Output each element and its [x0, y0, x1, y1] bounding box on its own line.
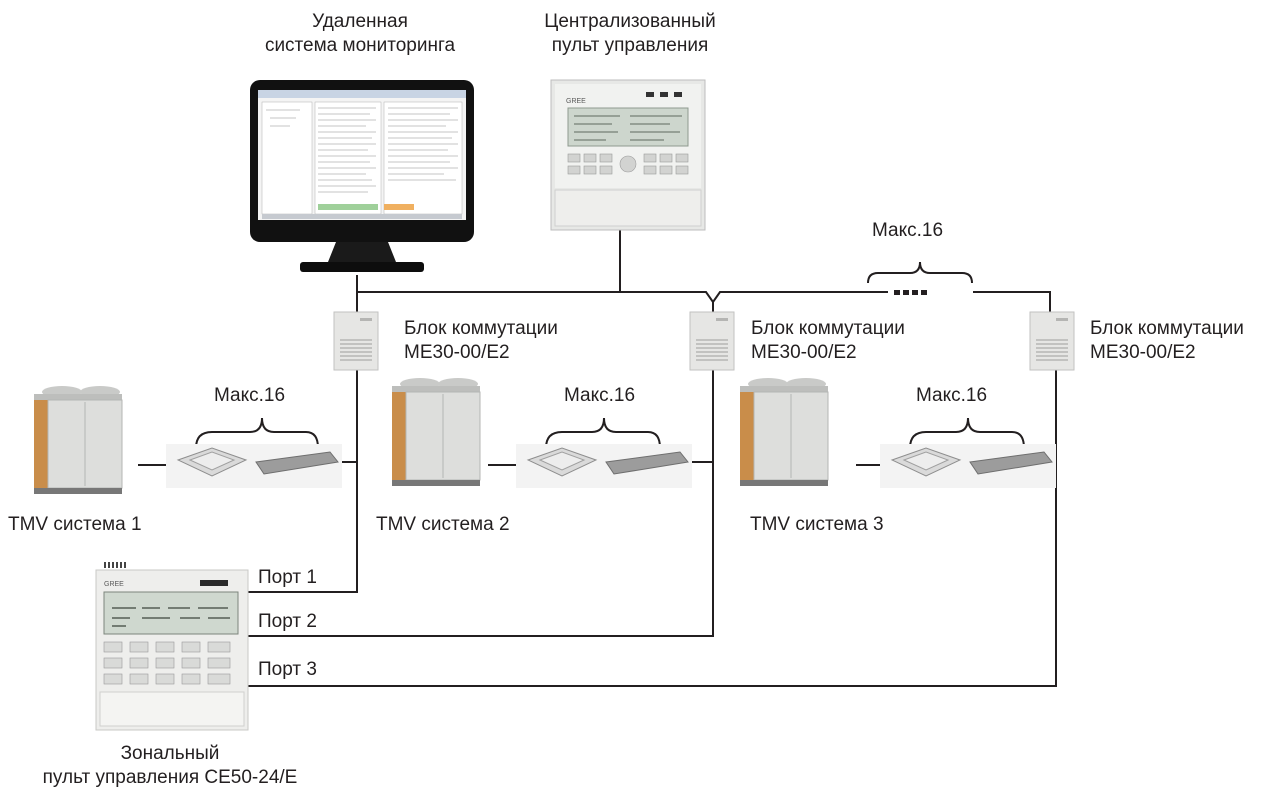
gateway-2-line1: Блок коммутации: [751, 318, 905, 339]
indoor-units-3-icon: [880, 444, 1056, 488]
outdoor-unit-1-icon: [34, 386, 123, 494]
central-controller-line2: пульт управления: [551, 35, 709, 56]
central-controller-icon: GREE: [550, 79, 706, 231]
gateway-3-line2: ME30-00/E2: [1090, 342, 1196, 363]
gateway-1-line2: ME30-00/E2: [404, 342, 510, 363]
gateway-1-label: Блок коммутации ME30-00/E2: [404, 317, 558, 365]
system-1-max-label: Макс.16: [214, 385, 286, 406]
monitoring-line2: система мониторинга: [264, 35, 456, 56]
system-1-name: TMV система 1: [8, 514, 142, 535]
zone-controller-line1: Зональный: [120, 743, 220, 764]
gateway-1-line1: Блок коммутации: [404, 318, 558, 339]
system-3-max-label: Макс.16: [916, 385, 988, 406]
brace-system-3: [909, 417, 1025, 449]
svg-text:GREE: GREE: [104, 581, 124, 588]
system-2-name: TMV система 2: [376, 514, 510, 535]
zone-controller-icon: GREE: [95, 562, 249, 731]
indoor-units-2-icon: [516, 444, 692, 488]
braces: [195, 261, 1025, 449]
gateway-3-line1: Блок коммутации: [1090, 318, 1244, 339]
gateway-2-label: Блок коммутации ME30-00/E2: [751, 317, 905, 365]
port-1-label: Порт 1: [258, 567, 317, 588]
brace-top: [867, 261, 973, 284]
outdoor-unit-3-icon: [740, 378, 829, 486]
gateway-3-label: Блок коммутации ME30-00/E2: [1090, 317, 1244, 365]
monitor-icon: [250, 80, 474, 272]
max-top-label: Макс.16: [872, 220, 944, 241]
ellipsis-dots: [894, 290, 927, 295]
gateway-2-line2: ME30-00/E2: [751, 342, 857, 363]
central-controller-label: Централизованный пульт управления: [520, 10, 740, 58]
indoor-units-1-icon: [166, 444, 342, 488]
brace-system-2: [545, 417, 661, 449]
svg-text:GREE: GREE: [566, 98, 586, 105]
monitoring-system-label: Удаленная система мониторинга: [255, 10, 465, 58]
port-3-label: Порт 3: [258, 659, 317, 680]
gateway-3-icon: [1029, 311, 1075, 371]
brace-system-1: [195, 417, 319, 449]
zone-controller-label: Зональный пульт управления CE50-24/E: [30, 742, 310, 790]
bus-lines: [138, 230, 1057, 687]
system-3-name: TMV система 3: [750, 514, 884, 535]
monitoring-line1: Удаленная: [312, 11, 408, 32]
port-2-label: Порт 2: [258, 611, 317, 632]
central-controller-line1: Централизованный: [544, 11, 716, 32]
gateway-1-icon: [333, 311, 379, 371]
system-2-max-label: Макс.16: [564, 385, 636, 406]
gateway-2-icon: [689, 311, 735, 371]
zone-controller-line2: пульт управления CE50-24/E: [42, 767, 298, 788]
outdoor-unit-2-icon: [392, 378, 481, 486]
